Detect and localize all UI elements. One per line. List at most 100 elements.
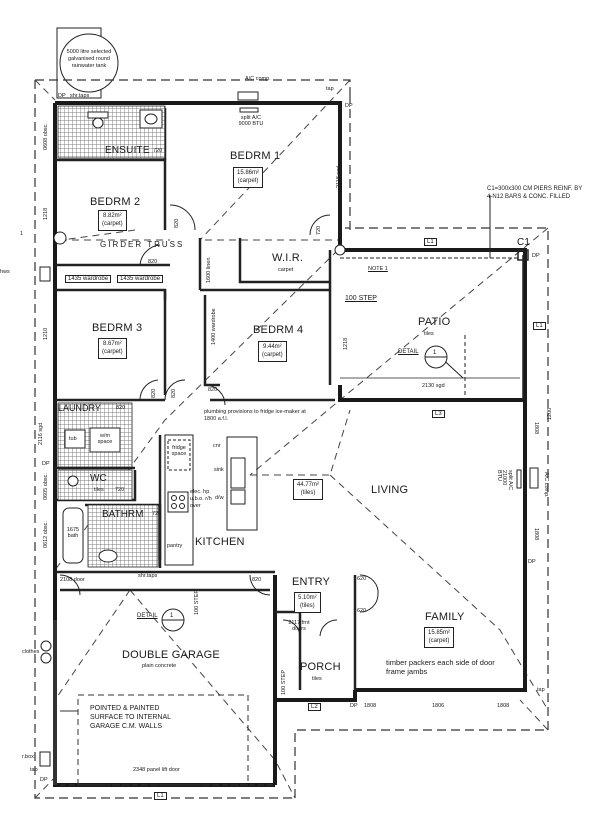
garage-details xyxy=(53,620,275,786)
dp-label-left: DP xyxy=(42,461,50,467)
room-label-bathrm: BATHRM xyxy=(102,509,144,520)
wardrobe-1400-label: 1400 wardrobe xyxy=(211,308,217,345)
wardrobe-1435-a: 1435 wardrobe xyxy=(65,275,112,283)
dp-label-porch: DP xyxy=(350,703,358,709)
wir-finish: carpet xyxy=(278,267,294,273)
wm-space-label: w/m space xyxy=(97,433,113,445)
ensuite-door-dim: 720 xyxy=(153,148,163,154)
room-label-bedrm2: BEDRM 2 xyxy=(90,196,141,208)
area-box-bedrm1: 15.86m²(carpet) xyxy=(233,167,264,188)
kitchen-fittings xyxy=(164,434,258,566)
hws-label: hws xyxy=(0,269,10,275)
detail-label-patio: DETAIL xyxy=(398,349,419,355)
room-label-wc: WC xyxy=(90,473,107,484)
door-620-a: 620 xyxy=(357,576,367,582)
ac-comp-label-top: A/C comp. xyxy=(245,76,271,82)
r-box-label: r.box xyxy=(22,754,34,760)
sgd-2118-label: 2118 sgd xyxy=(336,165,342,188)
room-label-living: LIVING xyxy=(371,484,409,496)
room-label-entry: ENTRY xyxy=(292,576,331,588)
dp-label-right: DP xyxy=(528,559,536,565)
fridge-space-label: fridge space xyxy=(171,445,187,457)
clothesline-hooks xyxy=(39,266,52,767)
window-0612-obsc: 0612 obsc. xyxy=(43,521,49,548)
window-1808-right-b: 1808 xyxy=(533,528,539,541)
elec-hotplate-label: elec. hp u.b.o. r/h over xyxy=(190,489,212,509)
door-820-garage: 820 xyxy=(252,577,262,583)
door-820-bedrm3: 820 xyxy=(151,388,157,398)
door-620-b: 620 xyxy=(357,608,367,614)
detail-markers xyxy=(53,231,448,632)
wardrobe-1435-b: 1435 wardrobe xyxy=(117,275,164,283)
tap-label-garage: tap xyxy=(30,767,38,773)
column-c1-label: C1 xyxy=(517,237,531,248)
eaves-tag-l1-right: L1 xyxy=(533,322,546,330)
tap-label-right: tap xyxy=(537,687,545,693)
wet-areas-tiled xyxy=(57,105,166,568)
sgd-2130-label: 2130 sgd xyxy=(422,383,445,389)
window-1218-bedrm2: 1218 xyxy=(43,207,49,220)
marker-1-left: 1 xyxy=(20,231,24,237)
shr-taps-label-top: shr.taps xyxy=(70,93,90,99)
girder-truss-label: GIRDER TRUSS xyxy=(100,240,185,249)
step-100-label-patio: 100 STEP xyxy=(345,295,377,302)
area-box-bedrm3: 8.67m²(carpet) xyxy=(98,338,127,359)
room-label-patio: PATIO xyxy=(418,316,451,328)
area-box-entry: 5.10m²(tiles) xyxy=(294,592,321,613)
panel-lift-door-label: 2348 panel lift door xyxy=(133,767,180,773)
patio-finish: tiles xyxy=(424,331,434,337)
dishwasher-label: d/w xyxy=(215,495,224,501)
plumbing-note: plumbing provisions to fridge ice-maker … xyxy=(204,409,306,423)
area-box-bedrm2: 8.82m²(carpet) xyxy=(98,210,127,231)
tub-label: tub xyxy=(69,436,77,442)
room-label-bedrm4: BEDRM 4 xyxy=(253,324,304,336)
room-label-garage: DOUBLE GARAGE xyxy=(122,649,220,661)
room-label-wir: W.I.R. xyxy=(272,252,304,264)
laundry-door-dim: 820 xyxy=(116,405,126,411)
cnr-label: cnr xyxy=(213,443,221,449)
pier-note: C1=300x300 CM PIERS REINF. BY 4-N12 BARS… xyxy=(487,186,583,200)
rainwater-tank xyxy=(56,27,119,99)
note-1-label: NOTE 1 xyxy=(368,266,388,272)
room-label-kitchen: KITCHEN xyxy=(195,536,245,548)
patio-details xyxy=(340,195,529,400)
bath-label: 1675 bath xyxy=(66,527,80,539)
pointed-painted-note: POINTED & PAINTED SURFACE TO INTERNAL GA… xyxy=(90,705,171,731)
step-100-label-garage: 100 STEP xyxy=(194,589,200,615)
split-ac-living-label: split A/C 21000 BTU xyxy=(496,470,513,491)
rainwater-tank-label: 5000 litre selected galvanised round rai… xyxy=(66,49,112,70)
dp-label-garage: DP xyxy=(40,777,48,783)
room-label-family: FAMILY xyxy=(425,611,465,623)
area-box-bedrm4: 9.44m²(carpet) xyxy=(258,341,287,362)
ac-comp-label-right: A/C comp. xyxy=(543,472,549,498)
door-swings xyxy=(59,204,379,637)
room-label-ensuite: ENSUITE xyxy=(105,145,150,156)
area-box-living: 44.77m²(tiles) xyxy=(293,479,324,500)
ac-units xyxy=(237,91,539,489)
room-label-bedrm1: BEDRM 1 xyxy=(230,150,281,162)
dp-label-c1: DP xyxy=(532,253,540,259)
door-820-bedrm1: 820 xyxy=(174,218,180,228)
door-820-bedrm2: 820 xyxy=(148,259,158,265)
detail-marker-garage-num: 1 xyxy=(170,613,174,619)
door-2108-label: 2108 door xyxy=(60,577,85,583)
wc-finish: tiles xyxy=(94,487,104,493)
door-820-bedrm3-b: 820 xyxy=(171,388,177,398)
sink-label: sink xyxy=(214,467,224,473)
window-1808-right-a: 1808 xyxy=(533,422,539,435)
area-box-family: 15.85m²(carpet) xyxy=(424,627,455,648)
front-doors-label: 2117 frnt doors xyxy=(288,620,310,632)
dp-label-top-left: DP xyxy=(58,93,66,99)
wc-door-dim: 720 xyxy=(115,487,125,493)
room-label-porch: PORCH xyxy=(300,661,341,673)
pantry-label: pantry xyxy=(167,543,183,549)
window-1808-bottom-b: 1808 xyxy=(497,703,510,709)
eaves-tag-l1-patio: L1 xyxy=(424,238,437,246)
detail-marker-patio-num: 1 xyxy=(433,350,437,356)
window-1218-patio: 1218 xyxy=(343,337,349,350)
dp-label-top-right: DP xyxy=(345,103,353,109)
split-ac-label-top: split A/C 9000 BTU xyxy=(238,115,264,127)
detail-label-garage: DETAIL xyxy=(137,613,158,619)
room-label-laundry: LAUNDRY xyxy=(58,403,101,413)
door-720-bedrm1: 720 xyxy=(316,225,322,235)
